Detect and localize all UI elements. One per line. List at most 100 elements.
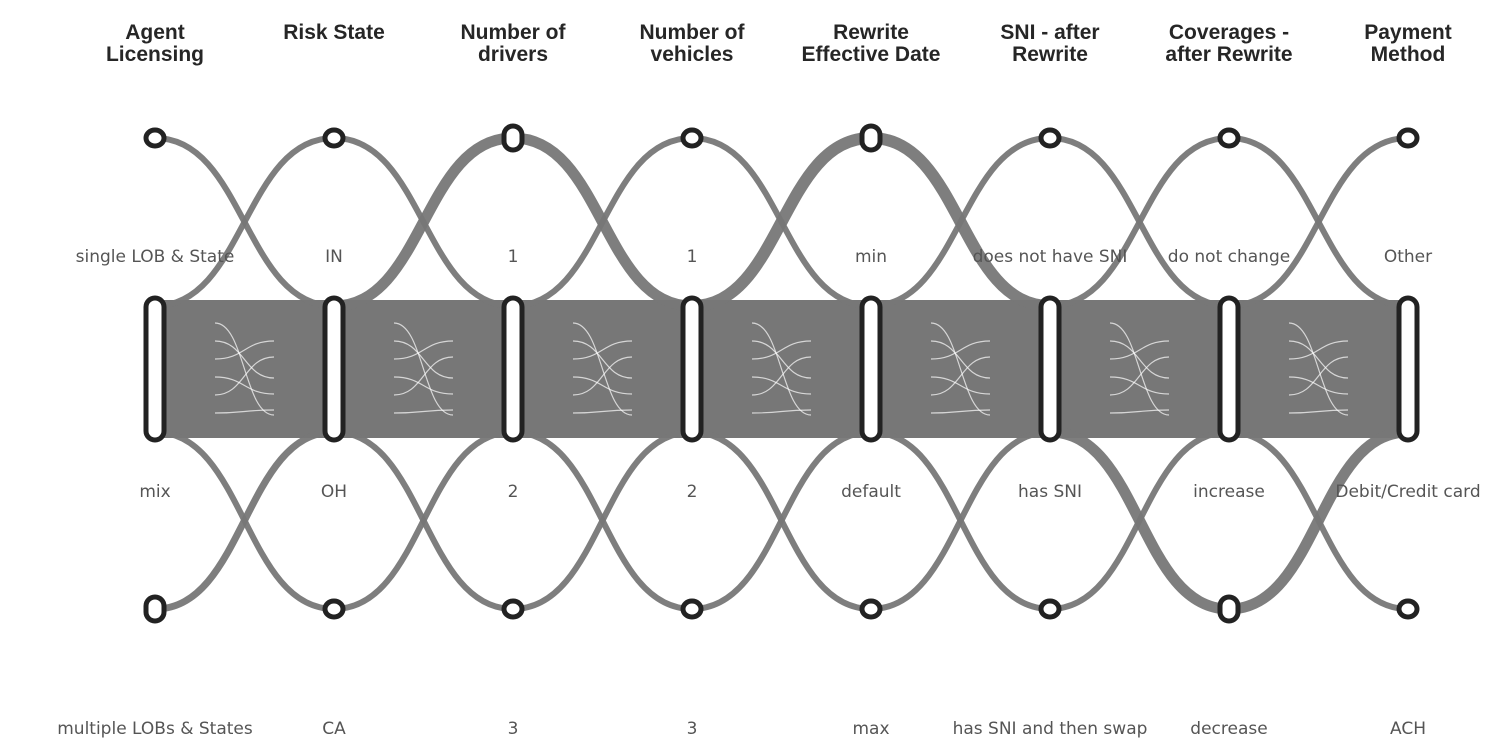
flow-strand-1-5 — [393, 409, 454, 414]
node-label-7-0: Other — [1383, 247, 1433, 267]
node-label-5-1: has SNI — [1018, 482, 1082, 502]
flow-strand-1-3 — [393, 376, 454, 395]
node-label-6-0: do not change — [1167, 247, 1291, 267]
flow-strand-5-2 — [1109, 340, 1170, 360]
flow-strand-0-1 — [214, 340, 275, 379]
node-5-1 — [1038, 295, 1062, 443]
column-header-3: Number of vehicles — [639, 21, 745, 66]
node-label-0-1: mix — [139, 482, 171, 502]
node-label-7-1: Debit/Credit card — [1335, 482, 1481, 502]
node-label-1-2: CA — [322, 719, 346, 739]
flow-strand-3-3 — [751, 376, 812, 395]
flow-strand-6-4 — [1288, 356, 1349, 396]
node-label-0-0: single LOB & State — [75, 247, 235, 267]
flow-strand-5-4 — [1109, 356, 1170, 396]
flow-strand-0-0 — [214, 322, 275, 416]
column-header-5: SNI - after Rewrite — [1000, 21, 1100, 66]
node-5-2 — [1038, 598, 1062, 620]
node-1-0 — [322, 127, 346, 149]
flow-mid-to-top-5 — [1047, 135, 1232, 309]
flow-strand-1-1 — [393, 340, 454, 379]
column-header-0: Agent Licensing — [105, 21, 205, 66]
node-3-0 — [680, 127, 704, 149]
column-header-4: Rewrite Effective Date — [801, 21, 941, 66]
flow-strand-4-4 — [930, 356, 991, 396]
node-7-2 — [1396, 598, 1420, 620]
flow-strand-2-0 — [572, 322, 633, 416]
node-2-1 — [501, 295, 525, 443]
flow-ribbons — [151, 132, 1414, 615]
node-0-0 — [143, 127, 167, 149]
node-label-5-2: has SNI and then swap — [952, 719, 1148, 739]
node-label-5-0: does not have SNI — [972, 247, 1128, 267]
flow-mid-to-top-2 — [510, 135, 695, 309]
node-label-3-2: 3 — [686, 719, 698, 739]
flow-strand-4-0 — [930, 322, 991, 416]
category-nodes — [143, 123, 1420, 624]
node-6-0 — [1217, 127, 1241, 149]
flow-strand-0-5 — [214, 409, 275, 414]
flow-strand-6-0 — [1288, 322, 1349, 416]
flow-strand-3-4 — [751, 356, 812, 396]
node-2-0 — [501, 123, 525, 153]
flow-strand-3-5 — [751, 409, 812, 414]
node-6-1 — [1217, 295, 1241, 443]
flow-strand-1-2 — [393, 340, 454, 360]
flow-strand-0-2 — [214, 340, 275, 360]
flow-strand-2-5 — [572, 409, 633, 414]
node-label-1-1: OH — [320, 482, 348, 502]
flow-mid-to-bottom-6 — [1226, 429, 1411, 612]
node-4-2 — [859, 598, 883, 620]
node-3-1 — [680, 295, 704, 443]
flow-mid-to-top-3 — [686, 132, 877, 312]
flow-mid-to-top-6 — [1226, 135, 1411, 309]
node-0-1 — [143, 295, 167, 443]
node-label-0-2: multiple LOBs & States — [57, 719, 253, 739]
node-1-2 — [322, 598, 346, 620]
flow-strand-2-1 — [572, 340, 633, 379]
node-label-1-0: IN — [325, 247, 343, 267]
column-header-1: Risk State — [283, 21, 385, 44]
flow-mid-to-bottom-1 — [331, 429, 516, 612]
flow-strand-3-0 — [751, 322, 812, 416]
flow-strand-4-3 — [930, 376, 991, 395]
node-label-3-1: 2 — [686, 482, 698, 502]
node-5-0 — [1038, 127, 1062, 149]
flow-strand-1-4 — [393, 356, 454, 396]
flow-strand-3-2 — [751, 340, 812, 360]
flow-strand-2-2 — [572, 340, 633, 360]
node-2-2 — [501, 598, 525, 620]
node-7-1 — [1396, 295, 1420, 443]
node-label-2-2: 3 — [507, 719, 519, 739]
flow-strand-4-1 — [930, 340, 991, 379]
flow-mid-to-bottom-2 — [510, 429, 695, 612]
node-4-0 — [859, 123, 883, 153]
flow-strand-6-3 — [1288, 376, 1349, 395]
node-label-2-1: 2 — [507, 482, 519, 502]
flow-strand-6-5 — [1288, 409, 1349, 414]
node-4-1 — [859, 295, 883, 443]
node-0-2 — [143, 594, 167, 624]
flow-strand-4-5 — [930, 409, 991, 414]
flow-mid-to-bottom-0 — [152, 429, 337, 612]
flow-strand-6-2 — [1288, 340, 1349, 360]
node-label-7-2: ACH — [1390, 719, 1426, 739]
flow-strand-0-4 — [214, 356, 275, 396]
flow-mid-to-bottom-5 — [1044, 426, 1235, 615]
column-header-7: Payment Method — [1364, 21, 1452, 66]
node-label-3-0: 1 — [686, 247, 698, 267]
node-label-2-0: 1 — [507, 247, 519, 267]
flow-mid-to-top-0 — [152, 135, 337, 309]
flow-strand-5-3 — [1109, 376, 1170, 395]
flow-mid-to-bottom-4 — [868, 429, 1053, 612]
node-label-4-1: default — [841, 482, 901, 502]
flow-strand-5-5 — [1109, 409, 1170, 414]
flow-mid-to-bottom-3 — [689, 429, 874, 612]
node-label-6-1: increase — [1193, 482, 1265, 502]
flow-strand-1-0 — [393, 322, 454, 416]
node-7-0 — [1396, 127, 1420, 149]
column-header-6: Coverages - after Rewrite — [1165, 21, 1293, 66]
column-header-2: Number of drivers — [460, 21, 566, 66]
